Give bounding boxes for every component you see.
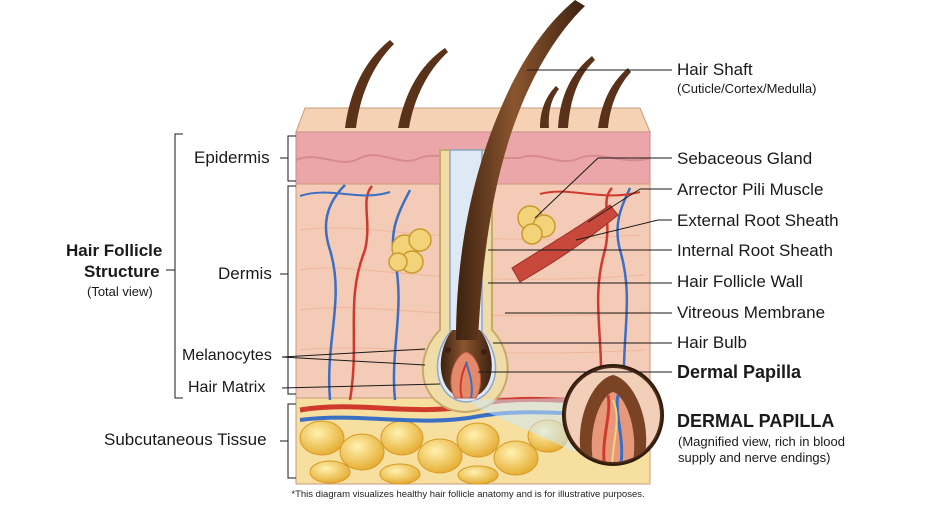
internal-root-sheath-label: Internal Root Sheath (677, 241, 833, 260)
vitreous-membrane-label: Vitreous Membrane (677, 303, 826, 322)
hair-shaft-label: Hair Shaft (677, 60, 753, 79)
dermis-label: Dermis (218, 264, 272, 283)
dermal-papilla-label: Dermal Papilla (677, 362, 802, 382)
subcutaneous-label: Subcutaneous Tissue (104, 430, 267, 449)
inset-desc-line2: supply and nerve endings) (678, 450, 831, 465)
structure-title-line2: Structure (84, 262, 160, 281)
sebaceous-gland-label: Sebaceous Gland (677, 149, 813, 168)
arrector-pili-muscle (511, 204, 619, 283)
sebaceous-glands (388, 205, 556, 274)
footnote: *This diagram visualizes healthy hair fo… (291, 489, 645, 500)
epidermis-label: Epidermis (194, 148, 270, 167)
inset-title: DERMAL PAPILLA (677, 411, 835, 431)
structure-subtitle: (Total view) (87, 284, 153, 299)
arrector-pili-label: Arrector Pili Muscle (677, 180, 824, 199)
dermis-vessels (299, 184, 641, 401)
structure-title-line1: Hair Follicle (66, 241, 163, 260)
hair-shaft (456, 0, 585, 340)
external-root-sheath-label: External Root Sheath (677, 211, 839, 230)
melanocytes-label: Melanocytes (182, 347, 272, 364)
dermal-papilla-inset (470, 364, 664, 466)
hair-shaft-sublabel: (Cuticle/Cortex/Medulla) (677, 81, 817, 96)
follicle-wall-label: Hair Follicle Wall (677, 272, 803, 291)
hair-matrix-label: Hair Matrix (188, 379, 266, 396)
leader-lines (166, 69, 672, 479)
inset-desc-line1: (Magnified view, rich in blood (678, 434, 845, 449)
hair-bulb-label: Hair Bulb (677, 333, 747, 352)
surface-hairs (345, 40, 631, 128)
